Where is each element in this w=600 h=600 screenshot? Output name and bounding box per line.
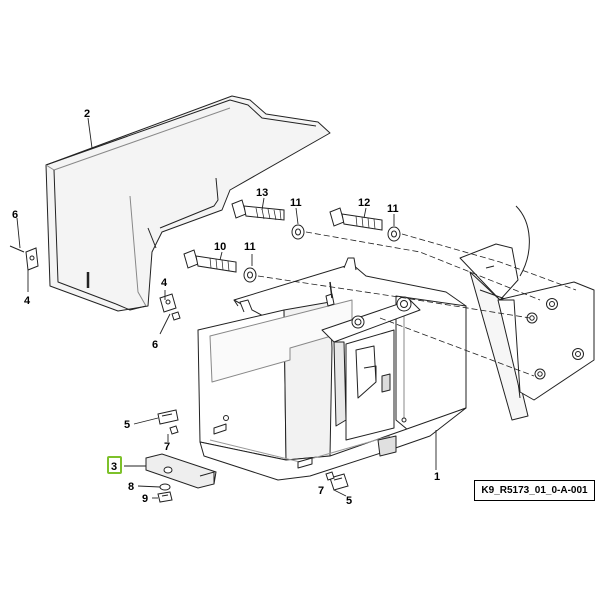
screw-9 [157,491,173,503]
callout-9: 9 [142,493,148,505]
callout-4-left: 4 [24,295,31,307]
clip-4-left [9,245,39,271]
bolt-10 [183,249,237,273]
reference-code: K9_R5173_01_0-A-001 [481,485,588,496]
vehicle-frame [459,205,595,421]
callout-12: 12 [358,197,370,209]
callout-8: 8 [128,481,134,493]
washer-8 [159,483,171,491]
cover-part [45,95,331,312]
callout-7-upper: 7 [164,441,170,453]
screw-6 [171,311,181,321]
callout-11-left: 11 [244,241,256,253]
assembly-axis-lines [257,231,577,377]
bolt-13 [231,199,285,221]
callout-6-left: 6 [12,209,18,221]
leader-lines [16,117,437,499]
screw-7-lower [325,471,335,481]
highlighted-callout-frame [107,456,122,474]
clip-4-right [159,293,177,313]
callout-1: 1 [434,471,440,483]
callout-labels: 1 2 3 4 4 5 5 6 6 7 7 8 9 10 11 11 11 12… [12,108,440,507]
battery-box-part [197,257,467,481]
reference-code-box: K9_R5173_01_0-A-001 [474,480,595,501]
screw-7-upper [169,425,179,435]
washers-11 [243,224,401,283]
callout-10: 10 [214,241,226,253]
callout-2: 2 [84,108,90,120]
callout-7-lower: 7 [318,485,324,497]
callout-11-middle: 11 [290,197,302,209]
callout-5-upper: 5 [124,419,130,431]
callout-5-lower: 5 [346,495,352,507]
callout-13: 13 [256,187,268,199]
bolt-12 [329,207,383,231]
bracket-3 [145,453,217,489]
callout-4-right: 4 [161,277,168,289]
clip-5-upper [157,409,179,425]
callout-6-right: 6 [152,339,158,351]
callout-11-right: 11 [387,203,399,215]
callout-3: 3 [111,461,117,473]
